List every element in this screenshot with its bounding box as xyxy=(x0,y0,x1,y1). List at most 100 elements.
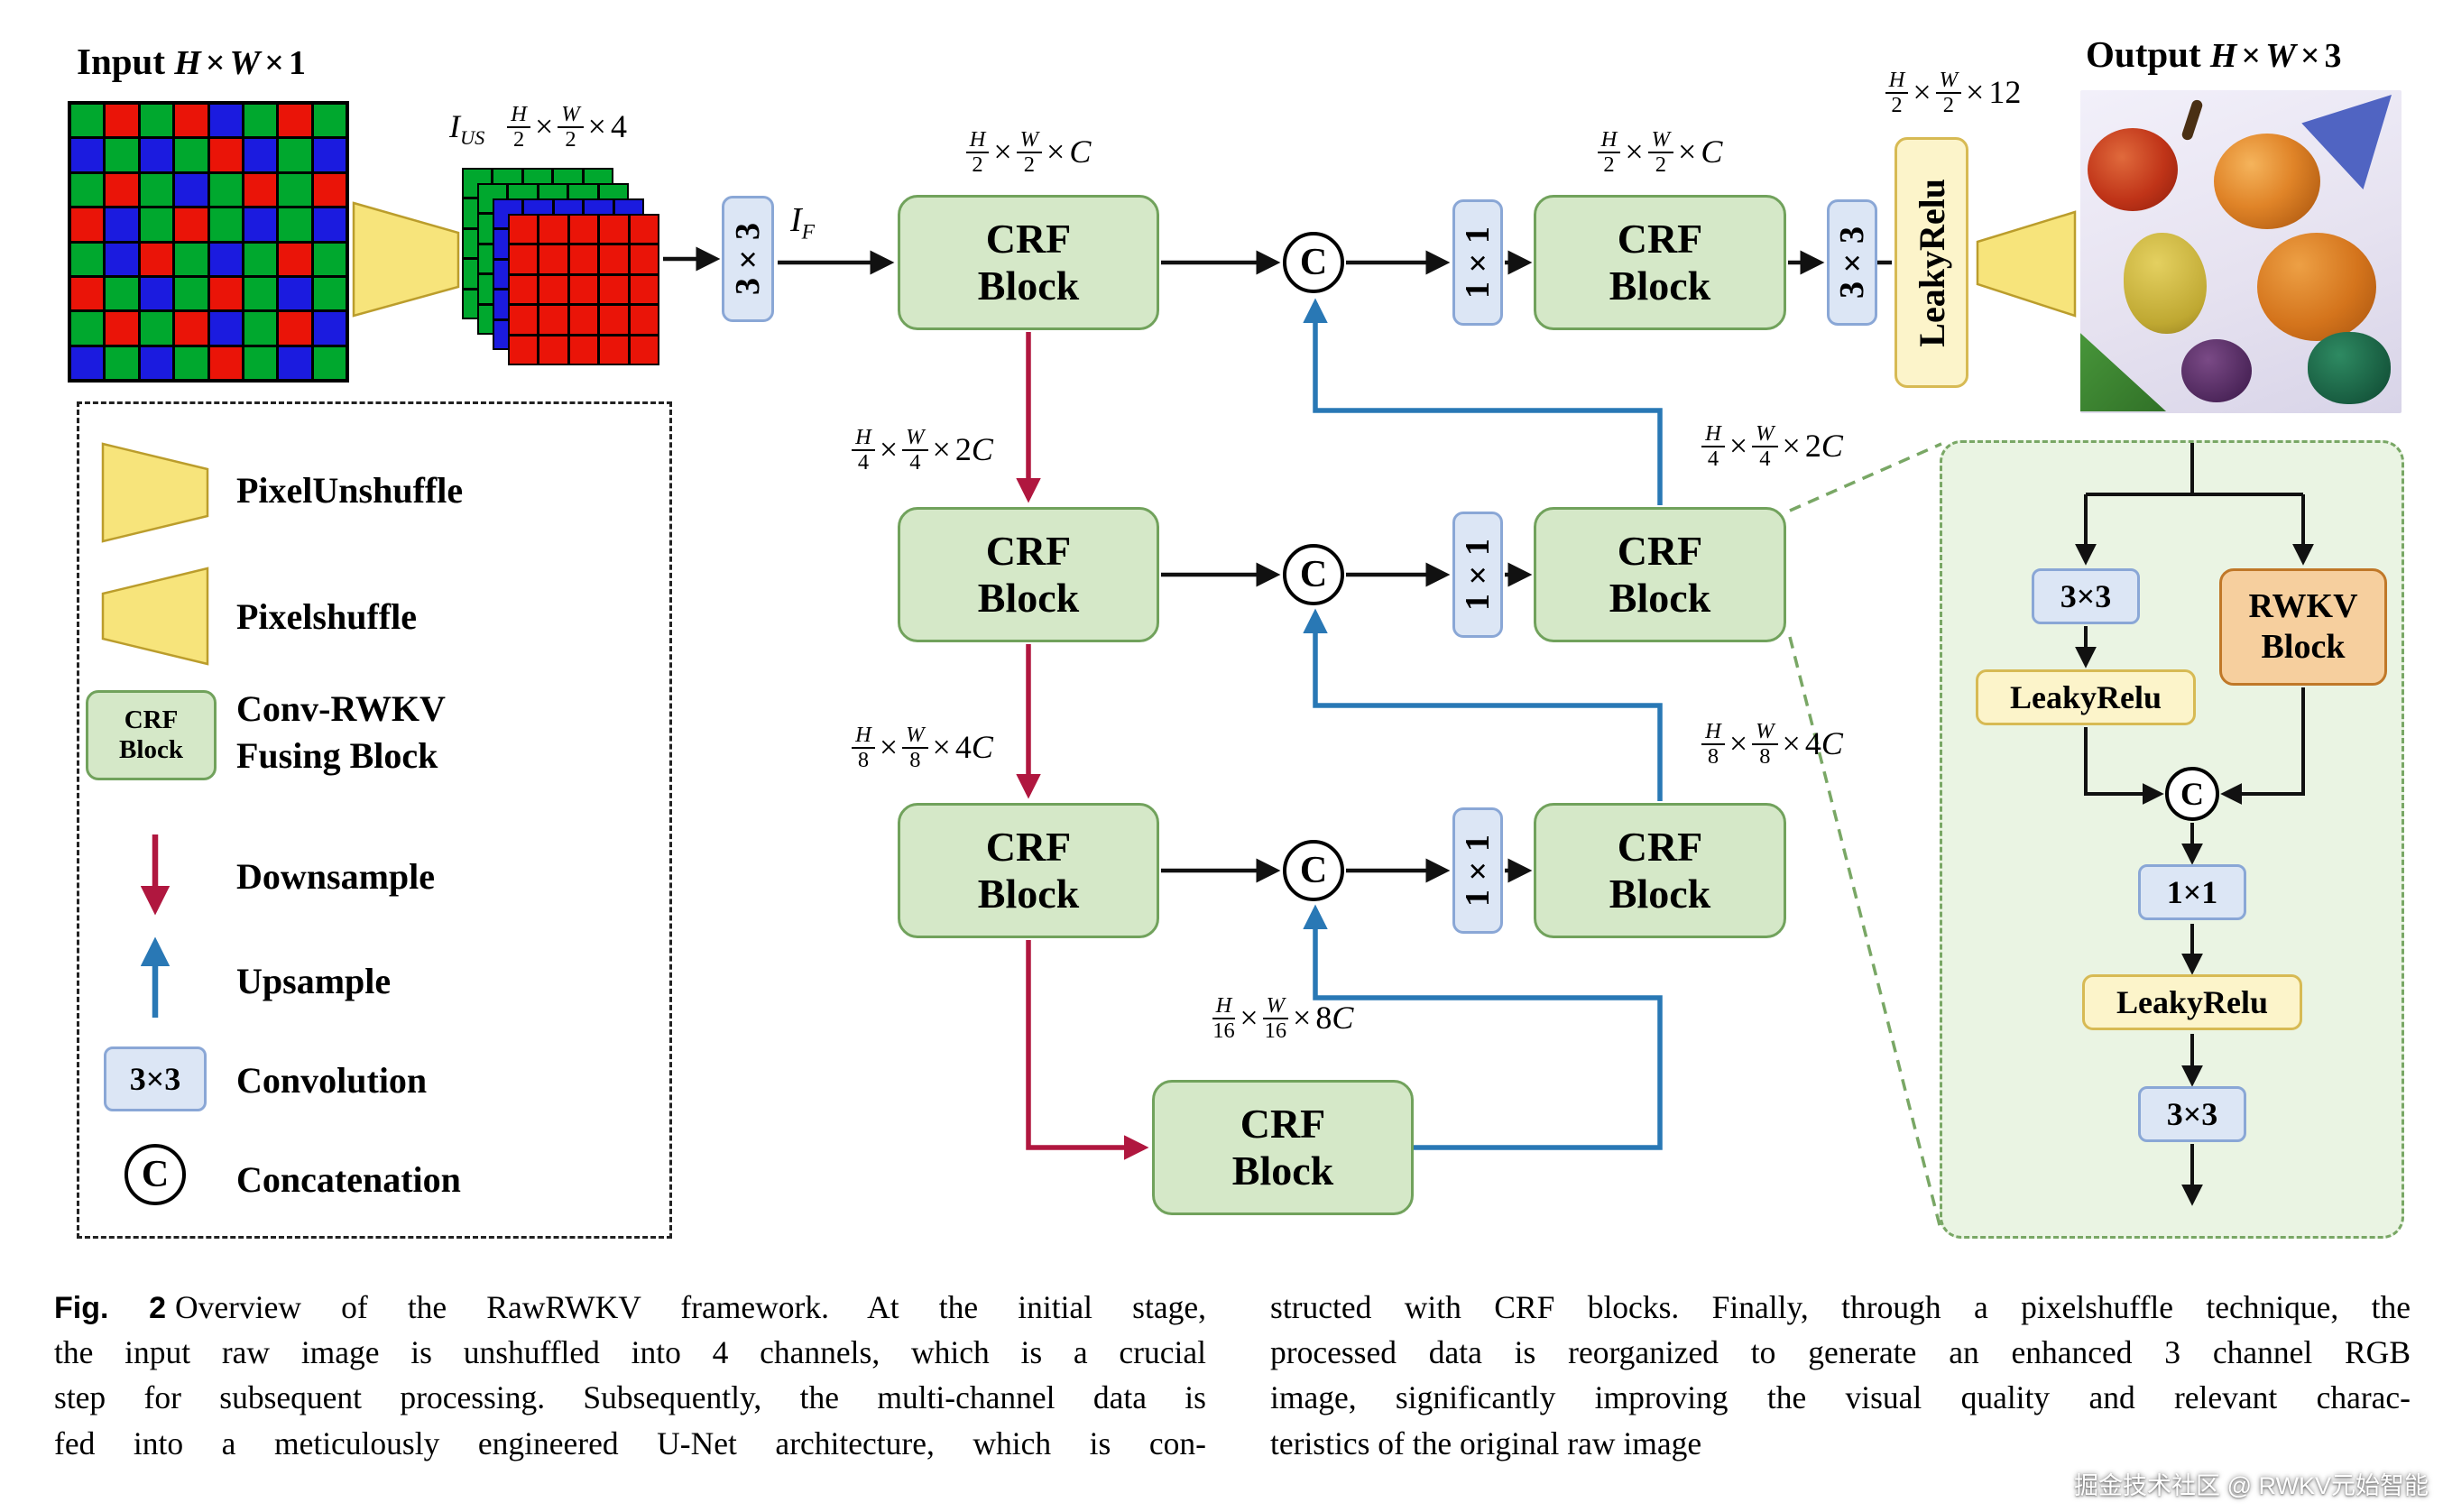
crf-block-dec3: CRF Block xyxy=(1534,803,1786,938)
bayer-cell xyxy=(175,139,207,171)
fruit-orange-2 xyxy=(2257,233,2376,341)
bayer-cell xyxy=(209,277,242,310)
legend-conv-icon: 3×3 xyxy=(104,1046,207,1111)
ius-channel-layer xyxy=(508,214,659,365)
bayer-cell xyxy=(279,277,311,310)
bayer-cell xyxy=(209,208,242,241)
bayer-cell xyxy=(106,208,138,241)
bayer-cell xyxy=(71,105,104,137)
fruit-pear xyxy=(2124,233,2207,334)
bayer-cell xyxy=(71,312,104,345)
bayer-cell xyxy=(106,105,138,137)
bayer-cell xyxy=(106,312,138,345)
bayer-cell xyxy=(279,208,311,241)
caption-line: teristics of the original raw image xyxy=(1270,1424,1702,1461)
bayer-cell xyxy=(140,346,173,379)
bayer-cell xyxy=(175,208,207,241)
bayer-cell xyxy=(244,277,277,310)
bayer-cell xyxy=(279,346,311,379)
detail-concat-circle: C xyxy=(2165,767,2219,821)
bayer-cell xyxy=(175,312,207,345)
detail-conv1x1-box: 1×1 xyxy=(2138,864,2246,920)
ius-cell xyxy=(510,216,538,244)
legend-label-crf: Conv-RWKV Fusing Block xyxy=(236,688,446,776)
bayer-cell xyxy=(175,105,207,137)
bayer-cell xyxy=(140,312,173,345)
upsample-arrow-1 xyxy=(1303,298,1663,505)
conv1x1-dec2-box: 1×1 xyxy=(1452,512,1503,638)
bayer-cell xyxy=(140,139,173,171)
input-label: Input H×W×1 xyxy=(77,40,306,83)
bayer-grid xyxy=(68,101,349,383)
bayer-cell xyxy=(71,139,104,171)
bayer-cell xyxy=(279,173,311,207)
leakyrelu-output-box: LeakyRelu xyxy=(1894,137,1968,388)
bayer-cell xyxy=(279,105,311,137)
caption-line: image, significantly improving the visua… xyxy=(1270,1379,2411,1416)
bayer-cell xyxy=(313,173,346,207)
legend-label-convolution: Convolution xyxy=(236,1060,428,1101)
feat-label: IF xyxy=(790,201,816,244)
bayer-cell xyxy=(279,139,311,171)
caption-line: processed data is reorganized to generat… xyxy=(1270,1334,2411,1371)
pixelshuffle-trapezoid xyxy=(1976,210,2077,318)
ius-cell xyxy=(539,275,567,304)
ius-cell xyxy=(600,275,628,304)
ius-cell xyxy=(539,306,567,334)
conv1x1-dec3-box: 1×1 xyxy=(1452,807,1503,934)
bayer-cell xyxy=(244,173,277,207)
bayer-cell xyxy=(244,208,277,241)
bayer-cell xyxy=(209,105,242,137)
bayer-cell xyxy=(313,243,346,275)
bayer-cell xyxy=(106,243,138,275)
bayer-cell xyxy=(209,173,242,207)
fruit-orange-1 xyxy=(2214,134,2320,229)
conv3x3-input-box: 3×3 xyxy=(722,196,774,322)
detail-leakyrelu-1: LeakyRelu xyxy=(1976,669,2196,725)
ius-cell xyxy=(630,336,658,364)
output-label: Output H×W×3 xyxy=(2086,32,2342,76)
ius-cell xyxy=(630,216,658,244)
legend-label-pixelunshuffle: PixelUnshuffle xyxy=(236,470,464,511)
concat-circle-2: C xyxy=(1283,544,1344,605)
ius-cell xyxy=(600,336,628,364)
ius-cell xyxy=(600,306,628,334)
bayer-cell xyxy=(175,277,207,310)
output-label-dims: H×W×3 xyxy=(2209,37,2342,75)
legend-label-pixelshuffle: Pixelshuffle xyxy=(236,596,417,637)
ius-cell xyxy=(630,245,658,273)
bayer-cell xyxy=(106,173,138,207)
caption-line: the input raw image is unshuffled into 4… xyxy=(54,1334,1206,1371)
caption-line: fed into a meticulously engineered U-Net… xyxy=(54,1424,1206,1461)
bayer-cell xyxy=(106,346,138,379)
ius-cell xyxy=(539,245,567,273)
ius-cell xyxy=(539,336,567,364)
caption-line: structed with CRF blocks. Finally, throu… xyxy=(1270,1289,2411,1325)
pixelunshuffle-trapezoid xyxy=(352,201,460,318)
bayer-cell xyxy=(71,208,104,241)
fruit-apple xyxy=(2088,128,2178,211)
ius-label-var: IUS xyxy=(449,107,485,149)
bayer-cell xyxy=(71,243,104,275)
crf-block-dec1: CRF Block xyxy=(1534,195,1786,330)
fruit-stem xyxy=(2180,98,2204,142)
crf-block-dec2: CRF Block xyxy=(1534,507,1786,642)
figure-number: Fig. 2 xyxy=(54,1291,167,1325)
legend-concat-icon: C xyxy=(124,1144,186,1205)
bayer-cell xyxy=(140,208,173,241)
bayer-cell xyxy=(71,173,104,207)
concat-circle-1: C xyxy=(1283,232,1344,293)
bayer-cell xyxy=(209,139,242,171)
legend-label-upsample: Upsample xyxy=(236,961,392,1001)
bayer-cell xyxy=(313,139,346,171)
bayer-cell xyxy=(244,105,277,137)
legend-crf-block-icon: CRF Block xyxy=(86,690,217,780)
conv3x3-output-box: 3×3 xyxy=(1827,199,1877,326)
conv3x3-input-label: 3×3 xyxy=(729,223,767,295)
bayer-cell xyxy=(244,312,277,345)
